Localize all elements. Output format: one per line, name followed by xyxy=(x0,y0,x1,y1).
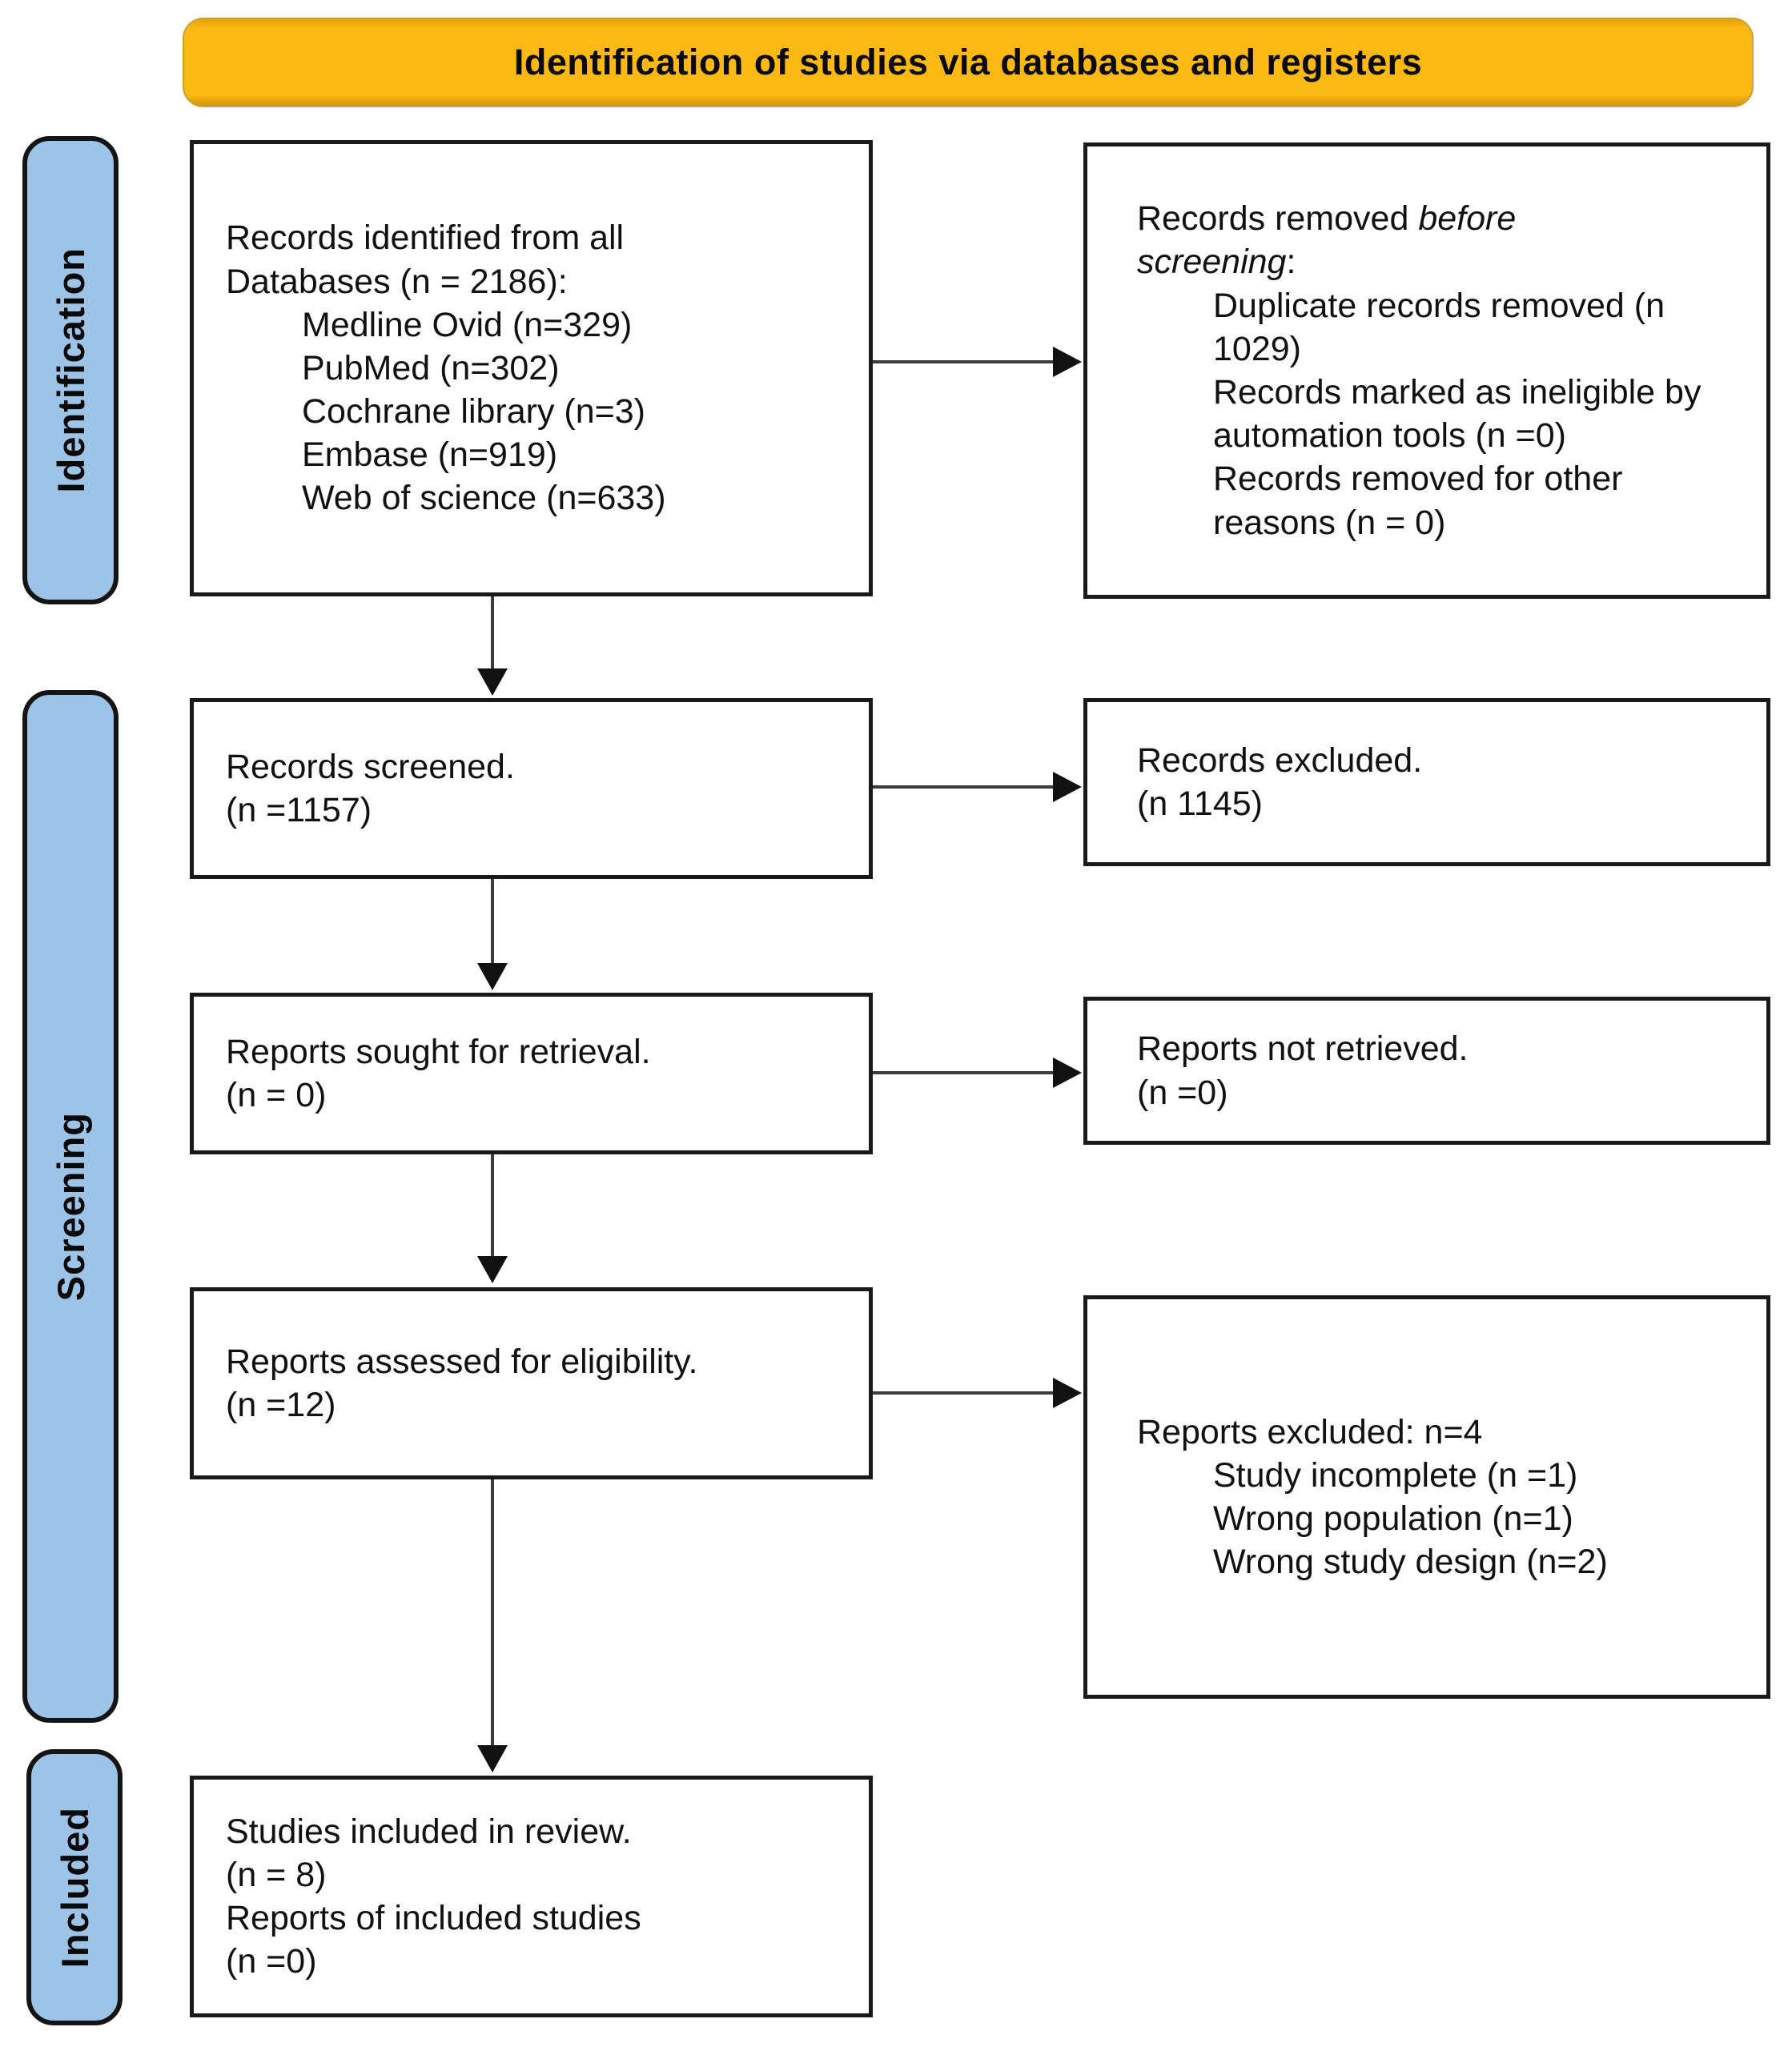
records-excluded-line-2: (n 1145) xyxy=(1137,785,1263,823)
records-identified-heading-2: Databases (n = 2186): xyxy=(226,262,568,301)
records-removed-heading-colon: : xyxy=(1286,243,1296,282)
records-screened-line-1: Records screened. xyxy=(226,747,515,786)
database-item-medline: Medline Ovid (n=329) xyxy=(302,305,633,344)
records-excluded-line-1: Records excluded. xyxy=(1137,741,1423,780)
banner-title: Identification of studies via databases … xyxy=(513,42,1423,82)
stage-pill-screening: Screening xyxy=(22,690,119,1723)
reports-assessed-line-1: Reports assessed for eligibility. xyxy=(226,1342,698,1381)
arrow-assessed-to-included xyxy=(477,1479,508,1772)
stage-label-screening: Screening xyxy=(49,1111,92,1302)
box-records-excluded: Records excluded. (n 1145) xyxy=(1083,698,1770,866)
arrow-screened-to-sought xyxy=(477,879,508,990)
arrow-identified-to-removed xyxy=(873,347,1082,377)
stage-pill-identification: Identification xyxy=(22,136,119,604)
stage-pill-included: Included xyxy=(26,1749,123,2025)
removed-item-other-reasons: Records removed for other reasons (n = 0… xyxy=(1213,460,1633,542)
records-removed-heading-1: Records removed before xyxy=(1137,197,1722,240)
arrow-screened-to-excluded xyxy=(873,772,1082,802)
reports-not-retrieved-line-2: (n =0) xyxy=(1137,1073,1228,1112)
excluded-item-study-incomplete: Study incomplete (n =1) xyxy=(1213,1455,1578,1495)
arrow-sought-to-assessed xyxy=(477,1154,508,1283)
studies-included-line-3: Reports of included studies xyxy=(226,1899,641,1937)
box-records-identified: Records identified from all Databases (n… xyxy=(190,140,873,596)
removed-item-duplicates: Duplicate records removed (n 1029) xyxy=(1213,286,1674,368)
stage-label-identification: Identification xyxy=(49,247,92,493)
studies-included-line-2: (n = 8) xyxy=(226,1855,327,1894)
box-reports-sought: Reports sought for retrieval. (n = 0) xyxy=(190,993,873,1154)
box-reports-excluded: Reports excluded: n=4 Study incomplete (… xyxy=(1083,1295,1770,1699)
records-screened-line-2: (n =1157) xyxy=(226,791,372,829)
reports-sought-line-2: (n = 0) xyxy=(226,1076,327,1114)
studies-included-line-4: (n =0) xyxy=(226,1942,317,1981)
database-item-embase: Embase (n=919) xyxy=(302,435,558,475)
arrow-assessed-to-reports-excluded xyxy=(873,1378,1082,1408)
arrow-identified-to-screened xyxy=(477,596,508,696)
box-records-screened: Records screened. (n =1157) xyxy=(190,698,873,879)
banner-identification-of-studies: Identification of studies via databases … xyxy=(183,18,1754,107)
records-removed-heading-2: screening: xyxy=(1137,240,1722,283)
records-identified-heading-1: Records identified from all xyxy=(226,219,625,258)
records-removed-heading-normal: Records removed xyxy=(1137,199,1419,239)
excluded-item-wrong-population: Wrong population (n=1) xyxy=(1213,1499,1573,1538)
box-reports-not-retrieved: Reports not retrieved. (n =0) xyxy=(1083,997,1770,1145)
reports-not-retrieved-line-1: Reports not retrieved. xyxy=(1137,1030,1469,1069)
box-studies-included: Studies included in review. (n = 8) Repo… xyxy=(190,1776,873,2017)
box-records-removed: Records removed before screening: Duplic… xyxy=(1083,142,1770,599)
removed-item-automation: Records marked as ineligible by automati… xyxy=(1213,373,1711,456)
reports-excluded-heading: Reports excluded: n=4 xyxy=(1137,1412,1483,1451)
arrow-sought-to-not-retrieved xyxy=(873,1058,1082,1088)
database-item-cochrane: Cochrane library (n=3) xyxy=(302,392,645,431)
records-removed-heading-italic-screening: screening xyxy=(1137,243,1287,282)
database-item-web-of-science: Web of science (n=633) xyxy=(302,479,666,518)
database-item-pubmed: PubMed (n=302) xyxy=(302,348,560,387)
records-removed-heading-italic-before: before xyxy=(1418,199,1517,239)
excluded-item-wrong-study-design: Wrong study design (n=2) xyxy=(1213,1543,1608,1582)
box-reports-assessed: Reports assessed for eligibility. (n =12… xyxy=(190,1287,873,1479)
stage-label-included: Included xyxy=(53,1806,96,1969)
studies-included-line-1: Studies included in review. xyxy=(226,1812,632,1851)
reports-sought-line-1: Reports sought for retrieval. xyxy=(226,1032,651,1071)
reports-assessed-line-2: (n =12) xyxy=(226,1386,336,1424)
